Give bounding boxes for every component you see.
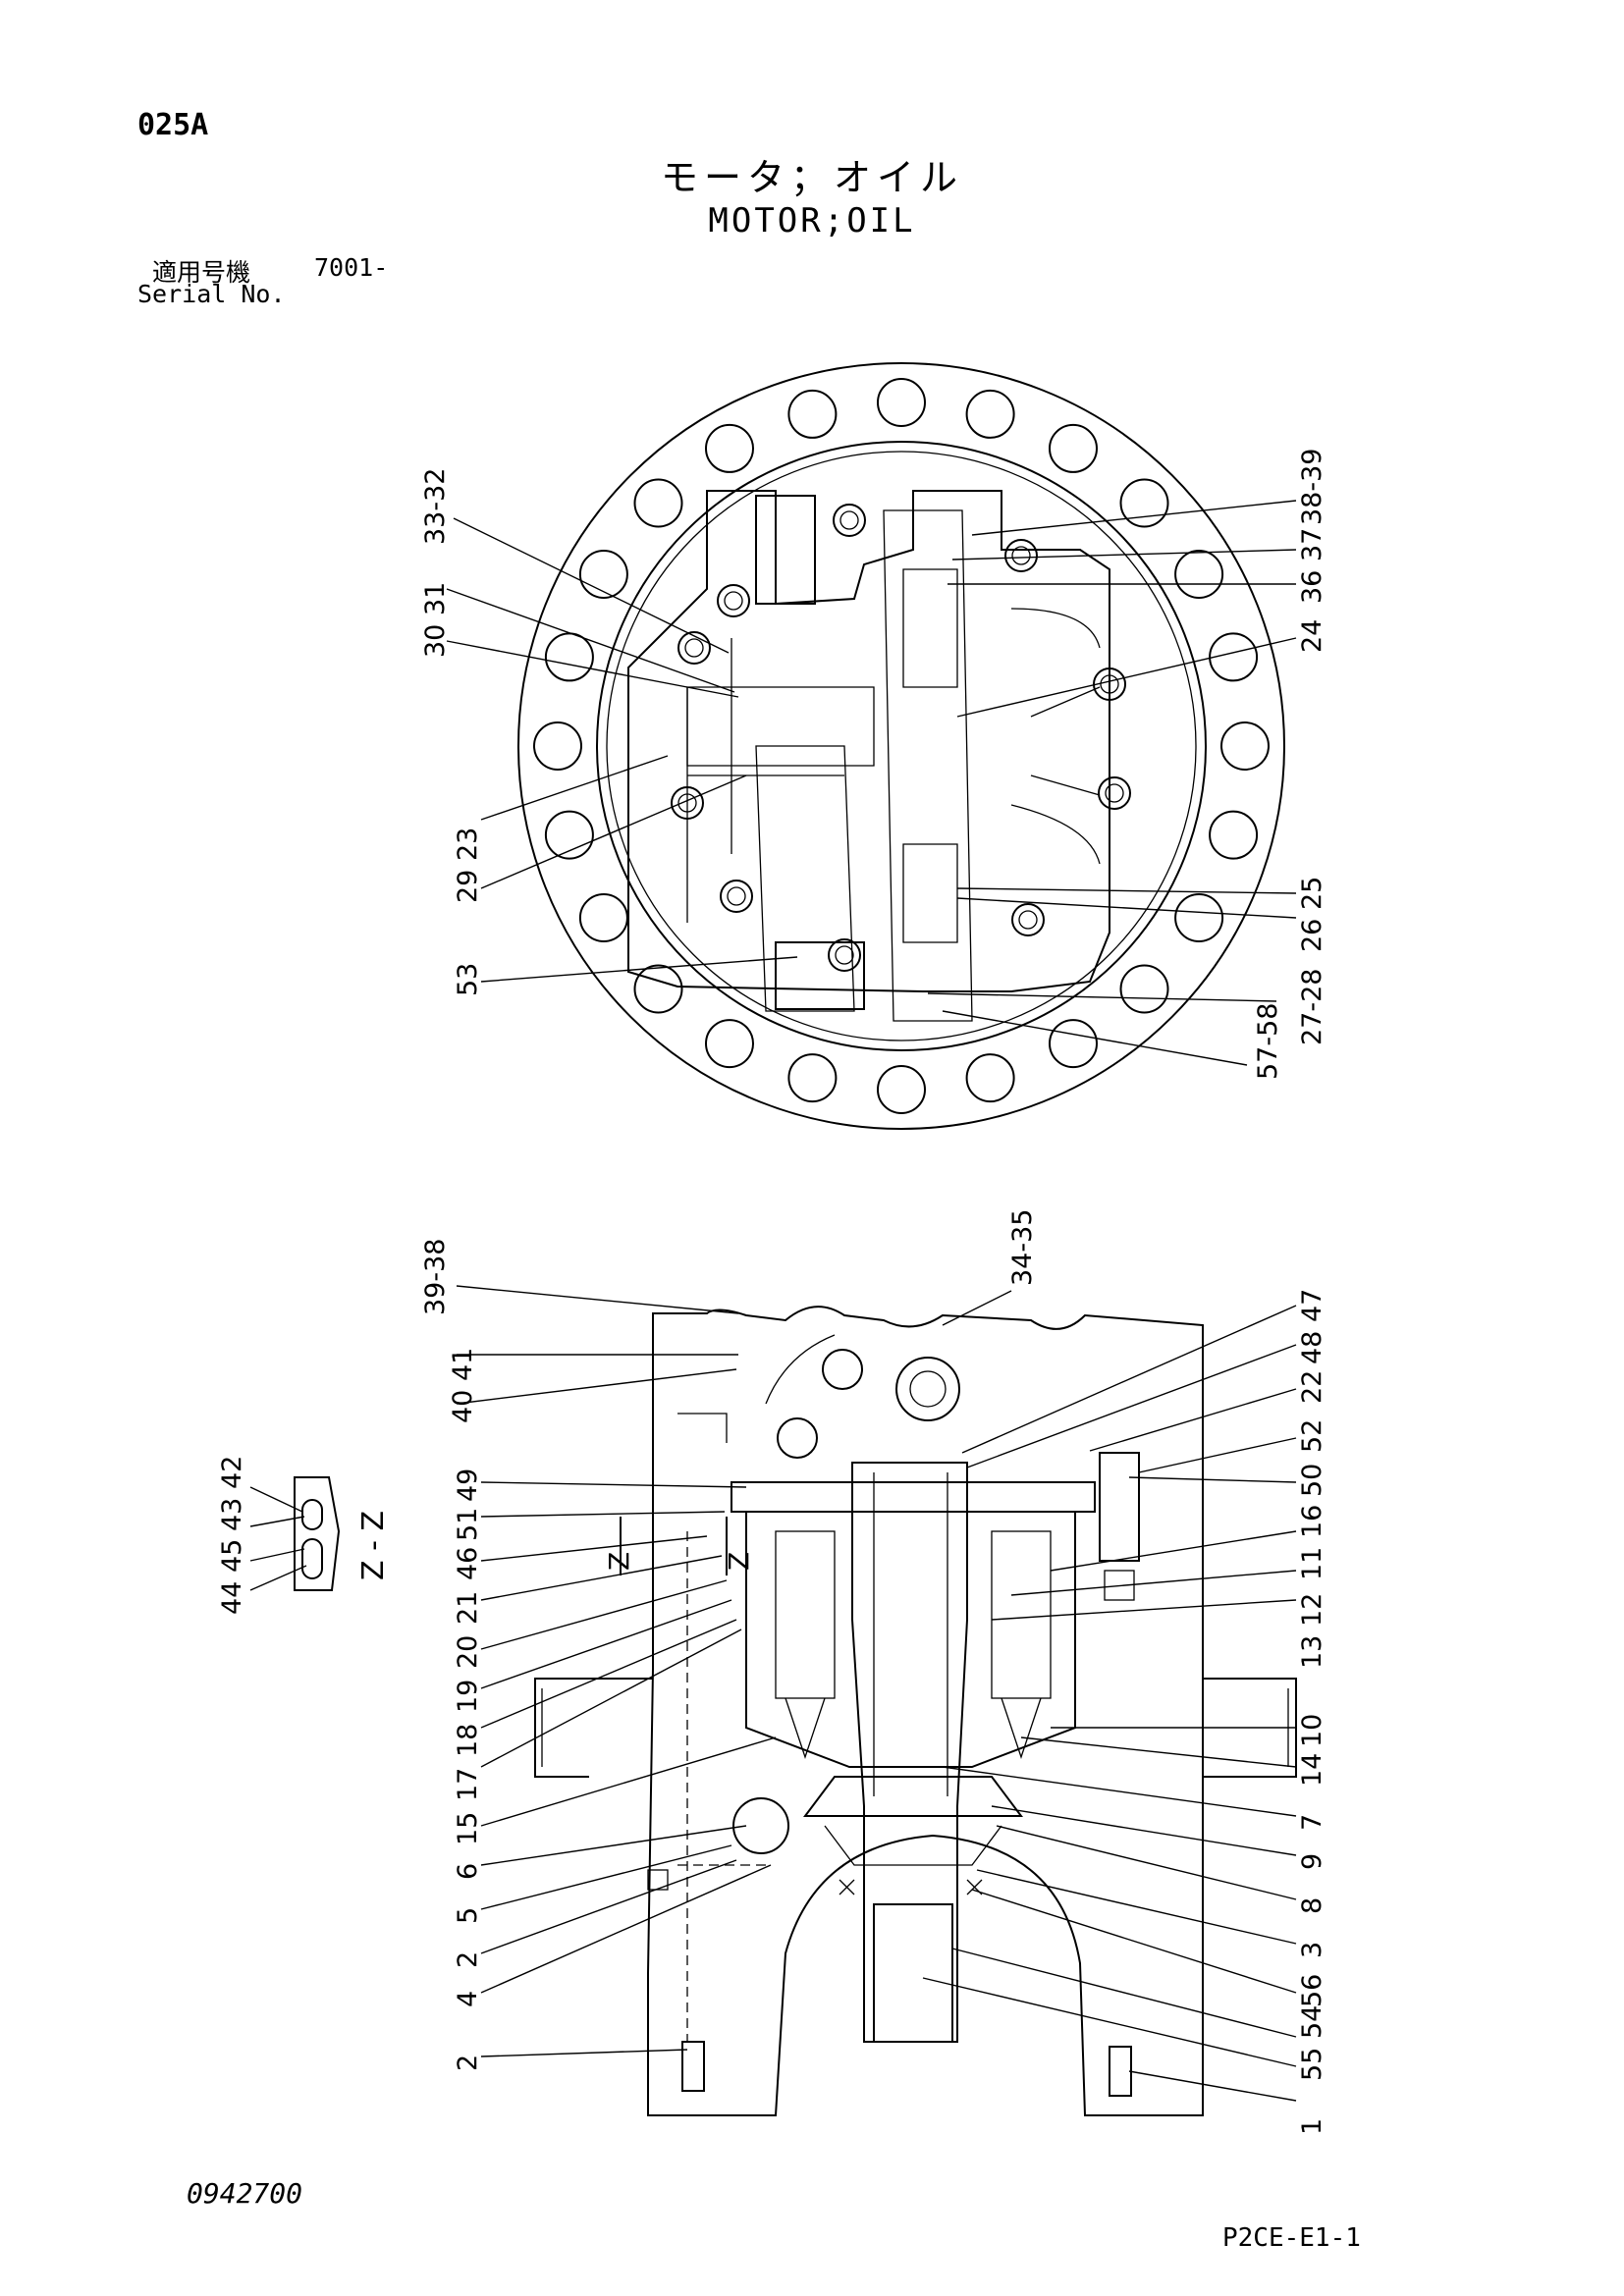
callout-46: 46 (453, 1547, 483, 1580)
cut-marker-right: Z (723, 1552, 755, 1571)
reference-code: P2CE-E1-1 (1222, 2223, 1361, 2253)
callout-22: 22 (1297, 1370, 1327, 1404)
callout-7: 7 (1297, 1814, 1327, 1831)
cut-marker-left: Z (603, 1552, 635, 1571)
callout-10: 10 (1297, 1714, 1327, 1747)
callout-57-58: 57-58 (1253, 1003, 1283, 1080)
bolt-hole (1220, 721, 1270, 771)
callout-39-38: 39-38 (420, 1239, 451, 1315)
callout-56: 56 (1297, 1974, 1327, 2007)
bolt-hole (787, 389, 838, 439)
bolt-hole (544, 810, 594, 860)
callout-34-35: 34-35 (1007, 1209, 1038, 1286)
serial-number-value: 7001- (314, 253, 389, 282)
bolt-hole (1209, 810, 1259, 860)
side-view (456, 1285, 1297, 2116)
bolt-hole (705, 423, 754, 473)
bolt-hole (1119, 964, 1169, 1014)
bolt-hole (633, 964, 683, 1014)
callout-51: 51 (453, 1508, 483, 1541)
flange-inner-circle (596, 441, 1207, 1051)
bolt-hole (578, 550, 628, 599)
callout-49: 49 (453, 1468, 483, 1502)
callout-55-54: 55 54 (1297, 2005, 1327, 2081)
callout-53: 53 (453, 963, 483, 996)
callout-15: 15 (453, 1812, 483, 1845)
bolt-hole (578, 893, 628, 942)
callout-40-41: 40 41 (448, 1348, 478, 1423)
bolt-hole (1049, 423, 1098, 473)
page-code: 025A (137, 108, 209, 142)
top-view-callouts: 33-32 30 31 29 23 53 38-39 36 37 24 26 2… (420, 449, 1327, 1080)
bolt-hole (965, 389, 1015, 439)
callout-21: 21 (453, 1591, 483, 1625)
callout-2a: 2 (453, 1951, 483, 1968)
bolt-hole (1049, 1019, 1098, 1069)
callout-5: 5 (453, 1907, 483, 1924)
flange-outer-circle (517, 362, 1285, 1130)
callout-8: 8 (1297, 1897, 1327, 1914)
bolt-hole (1119, 478, 1169, 528)
bolt-hole (533, 721, 582, 771)
callout-17: 17 (453, 1768, 483, 1801)
callout-52: 52 (1297, 1419, 1327, 1453)
serial-label-japanese: 適用号機 (152, 258, 251, 287)
callout-2b: 2 (453, 2055, 483, 2071)
bolt-hole-ring (533, 378, 1270, 1114)
callout-4: 4 (453, 1991, 483, 2007)
bolt-hole (877, 1065, 926, 1114)
bolt-hole (1209, 632, 1259, 682)
zz-section-label: Z - Z (356, 1511, 391, 1580)
callout-36-37: 36 37 (1297, 528, 1327, 604)
callout-48-47: 48 47 (1297, 1289, 1327, 1364)
callout-19: 19 (453, 1680, 483, 1713)
bolt-hole (1174, 550, 1224, 599)
callout-24: 24 (1297, 619, 1327, 653)
bolt-hole (877, 378, 926, 427)
callout-6: 6 (453, 1863, 483, 1880)
bolt-hole (544, 632, 594, 682)
bolt-hole (633, 478, 683, 528)
top-view (446, 362, 1297, 1130)
bolt-hole (705, 1019, 754, 1069)
callout-13-12: 13 12 (1297, 1593, 1327, 1669)
callout-50: 50 (1297, 1464, 1327, 1497)
callout-43-42: 43 42 (217, 1456, 247, 1531)
zz-section: 43 42 44 45 Z - Z Z Z (217, 1456, 755, 1615)
callout-9: 9 (1297, 1853, 1327, 1870)
title-english: MOTOR;OIL (708, 201, 916, 240)
bolt-hole (787, 1053, 838, 1103)
document-number: 0942700 (187, 2177, 303, 2210)
callout-3: 3 (1297, 1942, 1327, 1958)
callout-1: 1 (1297, 2118, 1327, 2135)
serial-label-english: Serial No. (137, 280, 286, 308)
callout-18: 18 (453, 1724, 483, 1757)
callout-29-23: 29 23 (453, 828, 483, 903)
callout-44-45: 44 45 (217, 1539, 247, 1615)
side-view-callouts: 39-38 40 41 49 51 46 21 20 19 18 17 15 6… (420, 1209, 1327, 2135)
callout-38-39: 38-39 (1297, 449, 1327, 525)
callout-33-32: 33-32 (420, 468, 451, 545)
callout-27-28: 27-28 (1297, 969, 1327, 1045)
callout-11-16: 11 16 (1297, 1505, 1327, 1580)
callout-30-31: 30 31 (420, 582, 451, 658)
bolt-hole (965, 1053, 1015, 1103)
callout-20: 20 (453, 1635, 483, 1669)
callout-14: 14 (1297, 1753, 1327, 1787)
title-japanese: モータ；オイル (660, 156, 963, 199)
bolt-hole (1174, 893, 1224, 942)
callout-26-25: 26 25 (1297, 877, 1327, 952)
